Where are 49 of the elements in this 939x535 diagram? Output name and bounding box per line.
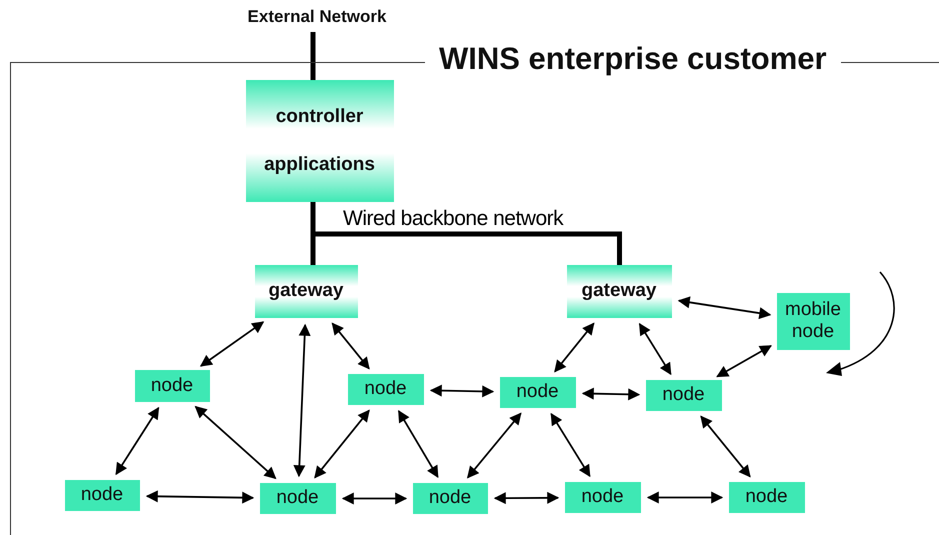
sensor-node-box: [348, 374, 424, 404]
sensor-node-box: [564, 482, 640, 512]
double-arrow: [582, 388, 640, 400]
double-arrow: [494, 492, 560, 504]
double-arrow: [646, 492, 724, 504]
double-arrow: [293, 324, 311, 478]
box-label: node: [80, 484, 124, 506]
double-arrow: [700, 416, 751, 478]
controller-box: [246, 80, 394, 202]
double-arrow: [314, 410, 370, 478]
box-label: controller: [276, 106, 364, 128]
double-arrow: [678, 296, 772, 320]
box-label: node: [581, 486, 624, 508]
box-label: applications: [264, 154, 375, 176]
double-arrow: [146, 490, 254, 504]
double-arrow: [332, 322, 370, 370]
box-label: node: [428, 487, 472, 509]
box-label: node: [276, 487, 319, 509]
box-label: mobile node: [784, 299, 842, 343]
double-arrow: [466, 412, 522, 479]
double-arrow: [638, 322, 672, 376]
sensor-node-box: [412, 482, 488, 514]
box-label: node: [745, 486, 788, 508]
connector-line: [310, 32, 316, 80]
sensor-node-box: [500, 376, 576, 408]
box-label: node: [662, 384, 705, 406]
box-label: node: [150, 374, 194, 396]
sensor-node-box: [134, 370, 210, 402]
sensor-node-box: [646, 380, 722, 410]
double-arrow: [716, 345, 772, 378]
double-arrow: [200, 321, 264, 367]
double-arrow: [398, 410, 439, 478]
double-arrow: [342, 492, 408, 504]
double-arrow: [194, 406, 276, 480]
double-arrow: [550, 412, 590, 478]
box-label: gateway: [582, 280, 656, 302]
box-label: gateway: [268, 280, 344, 302]
sensor-node-box: [64, 480, 140, 510]
gateway-box: [254, 264, 358, 318]
sensor-node-box: [776, 292, 850, 350]
sensor-node-box: [728, 482, 804, 512]
box-label: node: [516, 381, 559, 403]
sensor-node-box: [260, 482, 336, 514]
box-label: node: [364, 378, 407, 400]
gateway-box: [566, 264, 672, 318]
network-label: External Network: [248, 7, 386, 27]
double-arrow: [115, 406, 160, 476]
double-arrow: [554, 322, 594, 372]
double-arrow: [430, 384, 494, 398]
